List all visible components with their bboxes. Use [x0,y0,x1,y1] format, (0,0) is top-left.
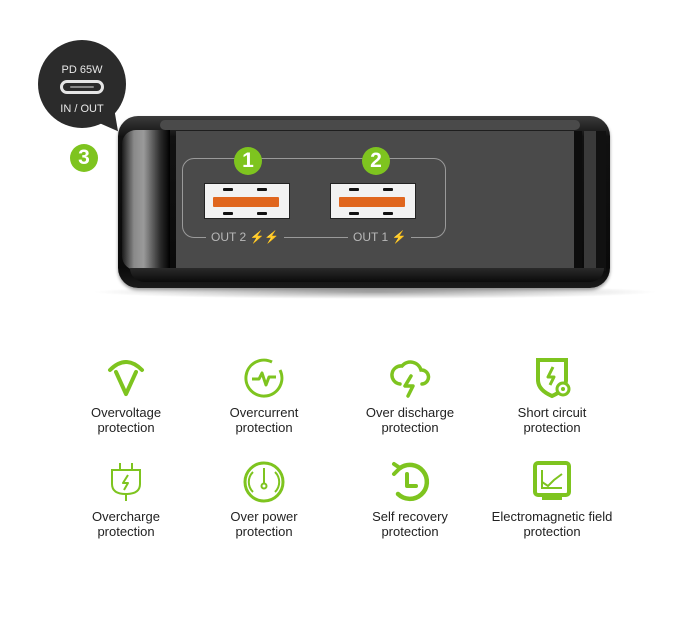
feature-sublabel: protection [97,524,155,539]
device-right-edge [574,131,582,271]
port-tongue [213,197,279,207]
feature-label: Overcharge [92,509,160,524]
feature-sublabel: protection [381,524,439,539]
overcurrent-pulse-icon [244,358,284,398]
ports-frame [182,158,446,238]
gauge-icon [243,461,285,503]
feature-sublabel: protection [523,524,581,539]
feature-label: Overcurrent [229,405,299,420]
shield-bolt-icon [536,358,571,399]
port-label-out1: OUT 1 ⚡ [348,230,412,244]
plug-bolt-icon [111,463,141,501]
feature-sublabel: protection [523,420,581,435]
port-tongue [339,197,405,207]
feature-sublabel: protection [381,420,439,435]
device-right-edge [584,131,596,271]
usb-c-port-icon [60,80,104,94]
feature-label: Short circuit [517,405,587,420]
feature-label: Over discharge [365,405,455,420]
device-top-band [160,120,580,130]
feature-label: Overvoltage [90,405,162,420]
device-bottom-edge [130,268,604,282]
usb-a-port-out1 [330,183,416,219]
badge-2: 2 [362,147,390,175]
feature-sublabel: protection [97,420,155,435]
badge-1: 1 [234,147,262,175]
history-clock-icon [392,462,430,502]
feature-sublabel: protection [235,524,293,539]
device-shadow [90,285,660,299]
overvoltage-v-icon [108,360,144,396]
badge-3: 3 [70,144,98,172]
port-label-out2: OUT 2 ⚡⚡ [206,230,285,244]
monitor-chart-icon [533,461,571,500]
device-right-edge [596,131,606,271]
feature-label: Self recovery [372,509,448,524]
feature-label: Over power [230,509,298,524]
usb-a-port-out2 [204,183,290,219]
callout-title: PD 65W [61,64,103,76]
callout-subtitle: IN / OUT [60,103,104,115]
feature-label: Electromagnetic field [491,509,613,524]
device-left-edge [122,130,170,270]
cloud-lightning-icon [390,360,431,398]
feature-sublabel: protection [235,420,293,435]
